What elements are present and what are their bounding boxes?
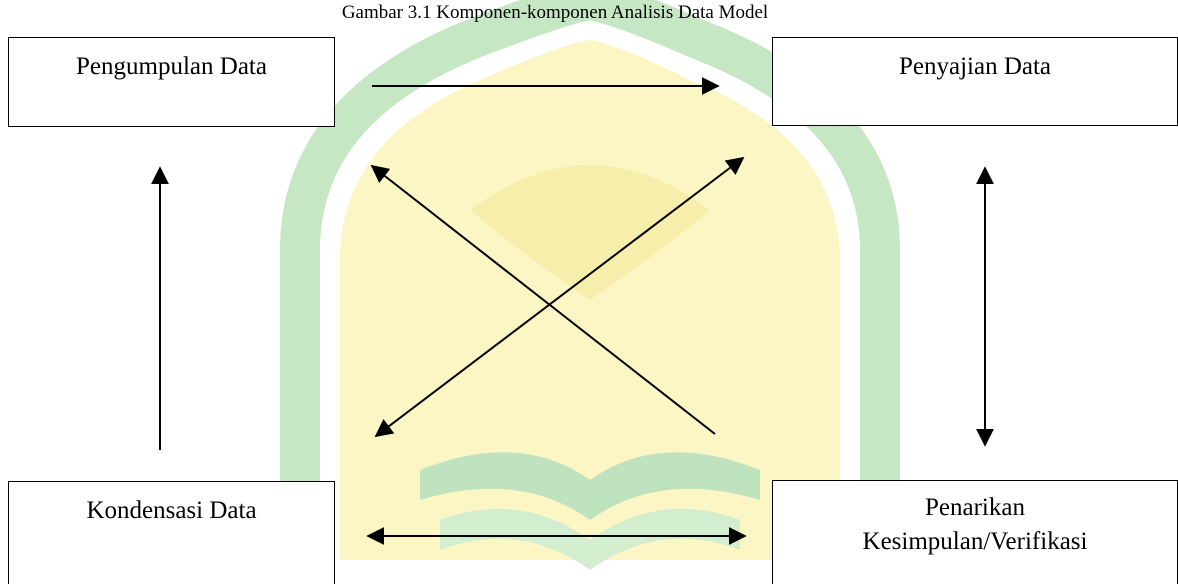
node-label: Kondensasi Data	[86, 497, 257, 524]
node-penarikan-kesimpulan: Penarikan Kesimpulan/Verifikasi	[772, 480, 1178, 584]
figure-caption: Gambar 3.1 Komponen-komponen Analisis Da…	[341, 2, 769, 23]
watermark-book-lower	[440, 508, 740, 570]
arrow-penarikan-to-pengumpulan	[370, 164, 716, 435]
node-label: Penyajian Data	[898, 53, 1052, 80]
node-label: Pengumpulan Data	[76, 53, 267, 80]
node-penyajian-data: Penyajian Data	[772, 37, 1178, 126]
node-pengumpulan-data: Pengumpulan Data	[8, 37, 335, 127]
arrow-penyajian-kondensasi	[374, 156, 745, 438]
node-label-line1: Penarikan	[925, 494, 1025, 521]
node-label-line2: Kesimpulan/Verifikasi	[862, 528, 1088, 555]
watermark-book	[420, 452, 760, 520]
node-kondensasi-data: Kondensasi Data	[8, 481, 335, 584]
